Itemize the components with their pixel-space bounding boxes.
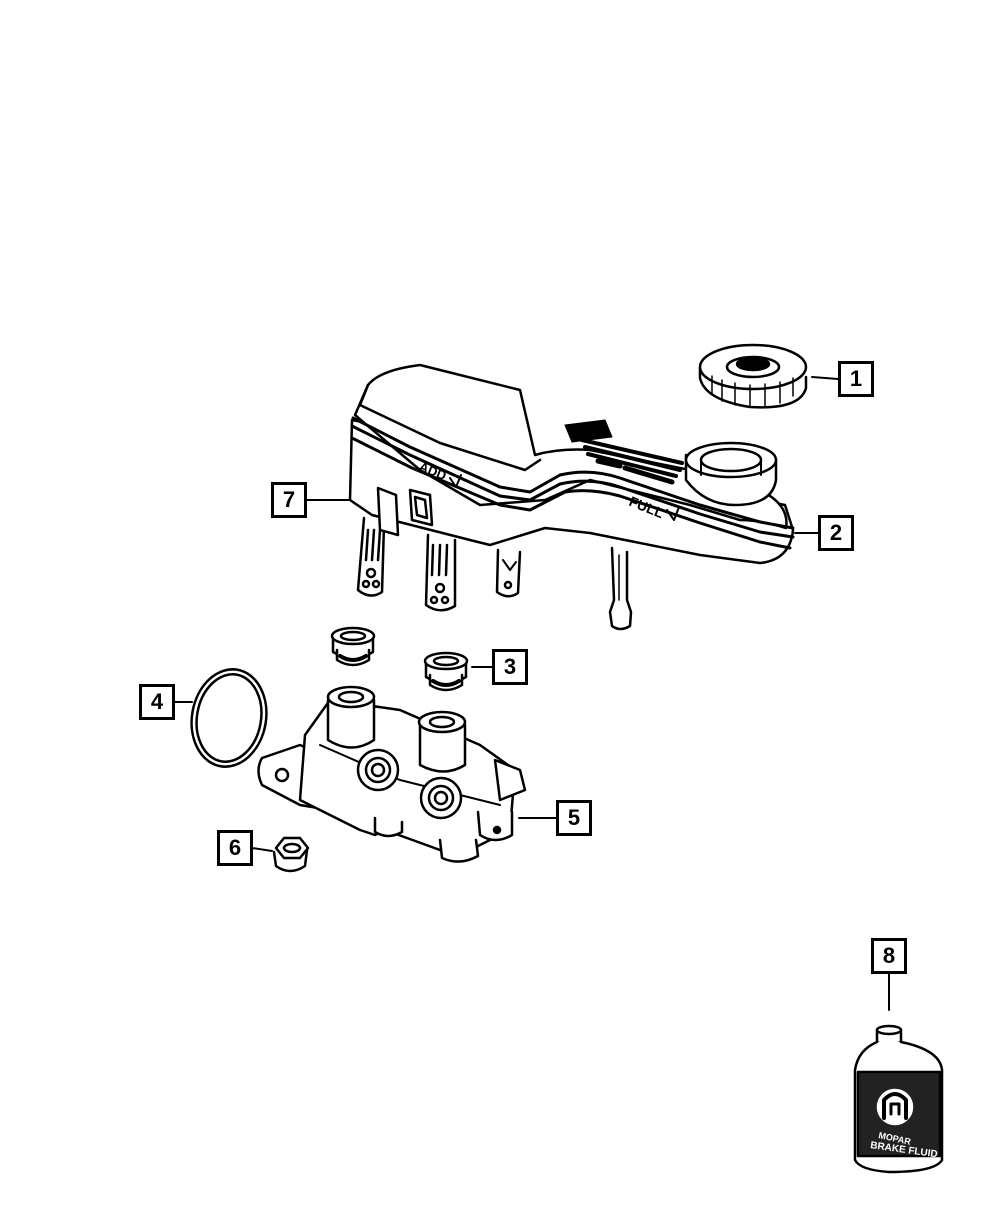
o-ring-seal xyxy=(190,668,268,768)
callout-3: 3 xyxy=(492,649,528,685)
callout-7: 7 xyxy=(271,482,307,518)
callout-6: 6 xyxy=(217,830,253,866)
callout-8: 8 xyxy=(871,938,907,974)
brake-fluid-reservoir: FULL ADD xyxy=(348,363,795,631)
reservoir-grommet-lower xyxy=(423,651,469,692)
callout-1: 1 xyxy=(838,361,874,397)
reservoir-cap xyxy=(698,343,808,409)
callout-2: 2 xyxy=(818,515,854,551)
flange-nut xyxy=(272,836,310,873)
reservoir-wiring-connector xyxy=(376,486,434,537)
brake-fluid-bottle: MOPAR BRAKE FLUID xyxy=(853,1024,944,1174)
callout-5: 5 xyxy=(556,800,592,836)
master-cylinder xyxy=(257,685,527,863)
callout-4: 4 xyxy=(139,684,175,720)
reservoir-grommet-upper xyxy=(330,626,376,667)
